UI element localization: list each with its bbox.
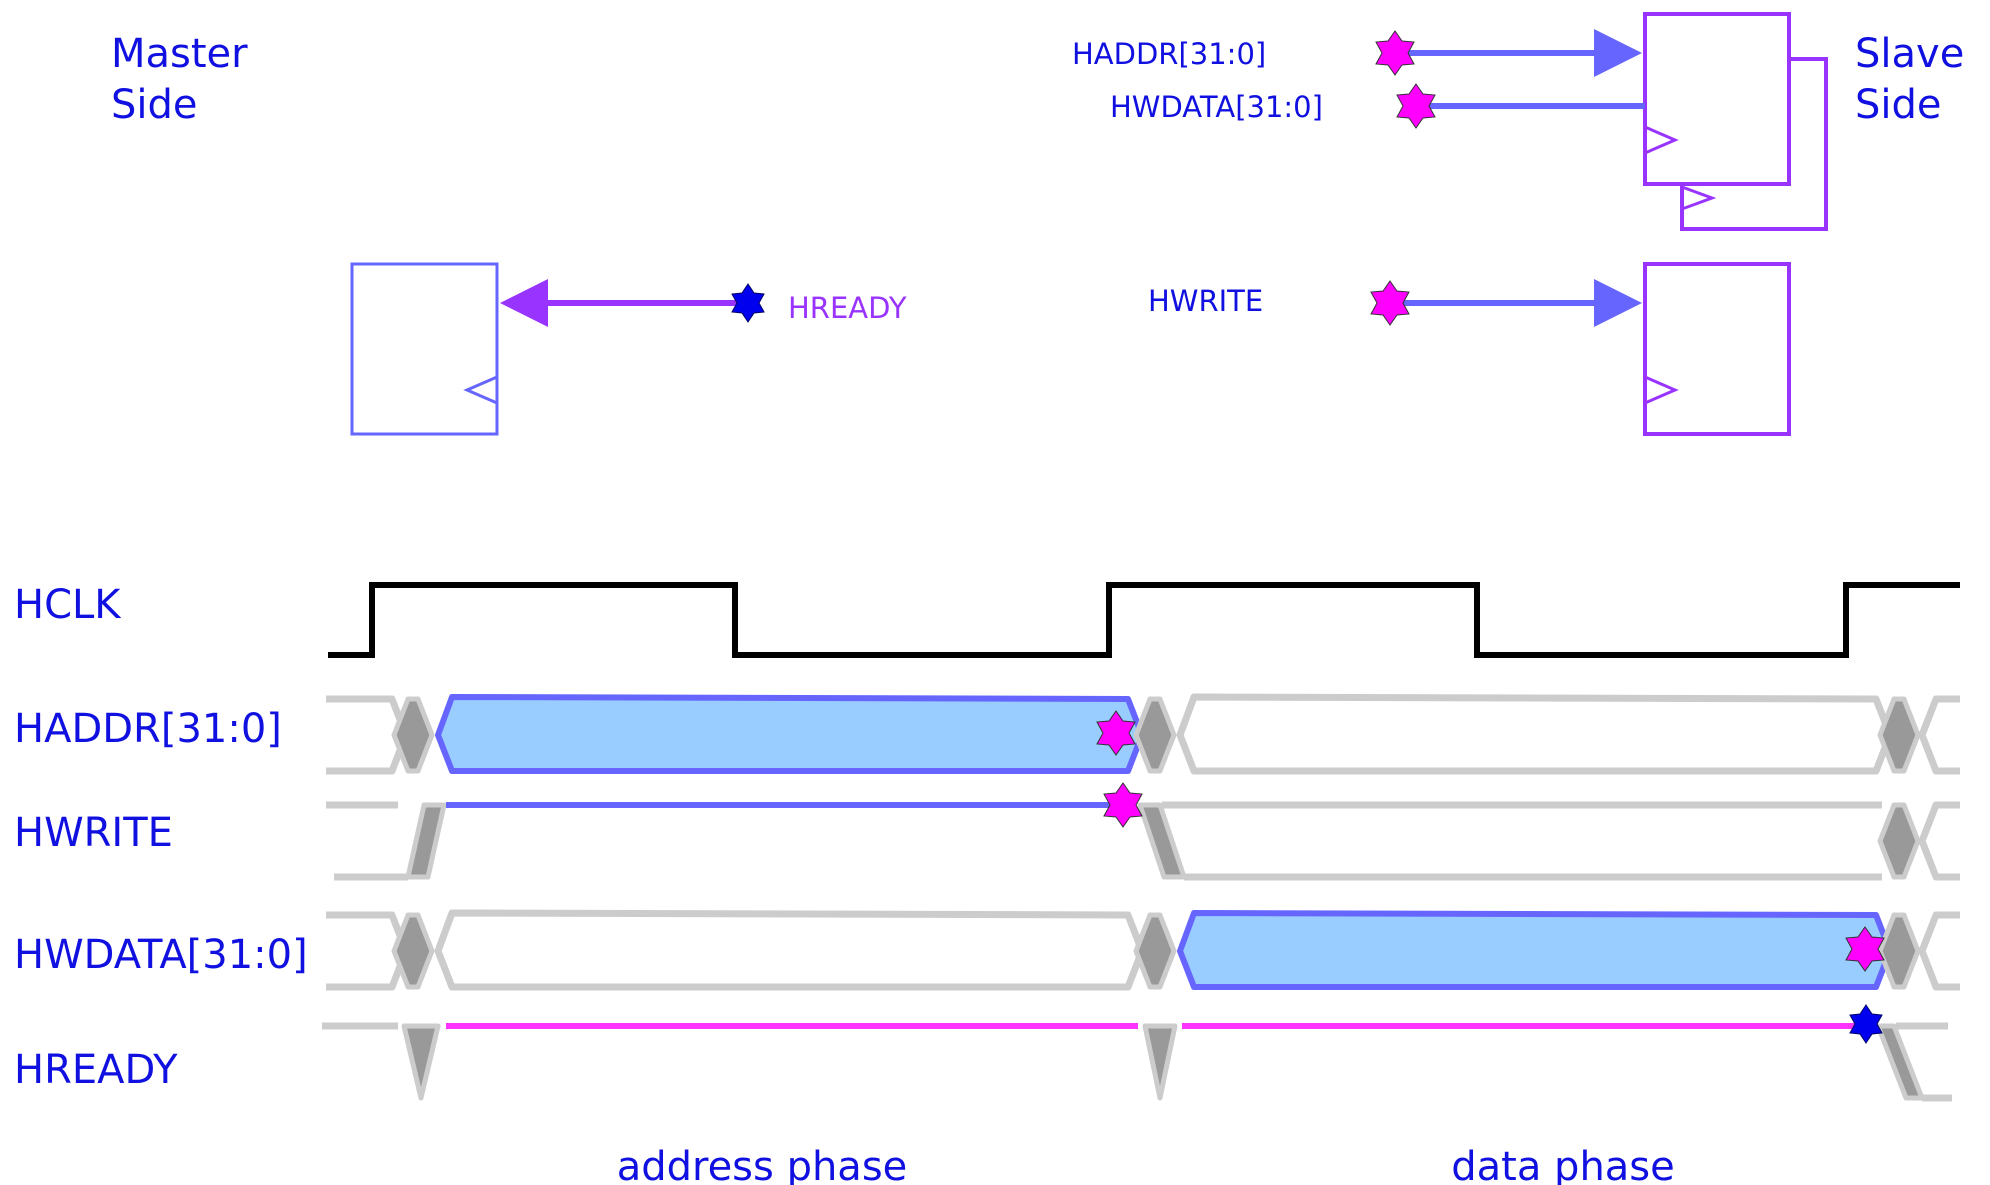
hwdata-sample-star: [1845, 926, 1885, 972]
haddr-sample-star: [1096, 710, 1136, 756]
slave-register-hwrite: [1643, 262, 1791, 436]
hready-signal-label: HREADY: [14, 1047, 178, 1093]
master-register-clock: [463, 375, 498, 405]
hready-sample-star: [1849, 1004, 1883, 1044]
data-phase-label: data phase: [1451, 1144, 1675, 1185]
haddr-address-valid: [435, 694, 1145, 774]
haddr-transition-2: [1133, 696, 1177, 774]
slave-register-hwrite-clock: [1644, 375, 1679, 405]
hwrite-port-label: HWRITE: [1148, 284, 1263, 318]
slave-register-stack: [1643, 12, 1828, 231]
hwrite-waveform: [326, 782, 1960, 881]
hready-waveform: [322, 1004, 1952, 1102]
hwdata-idle-end: [1918, 911, 1960, 991]
hready-transition-2: [1142, 1023, 1178, 1101]
slave-register-back-clock: [1681, 185, 1717, 211]
hwrite-idle-end: [1918, 801, 1960, 881]
haddr-transition-1: [391, 696, 435, 774]
hready-port-star: [731, 283, 765, 323]
haddr-idle-data-phase: [1176, 693, 1894, 775]
hwdata-data-valid: [1177, 910, 1893, 990]
hready-port-label: HREADY: [788, 291, 907, 325]
hwrite-sample-star: [1103, 782, 1143, 828]
address-phase-label: address phase: [617, 1144, 908, 1185]
hclk-waveform: [328, 582, 1960, 658]
master-side-label-line2: Side: [111, 82, 198, 128]
haddr-port-label: HADDR[31:0]: [1072, 37, 1266, 71]
hwdata-port-label: HWDATA[31:0]: [1110, 90, 1323, 124]
haddr-signal-label: HADDR[31:0]: [14, 706, 282, 752]
slave-register-front-clock: [1644, 125, 1679, 155]
slave-side-label-line1: Slave: [1855, 31, 1964, 77]
hwrite-signal-label: HWRITE: [14, 810, 173, 856]
haddr-idle-end: [1918, 695, 1960, 775]
slave-side-label-line2: Side: [1855, 82, 1942, 128]
hwrite-transition-fall: [1137, 802, 1187, 880]
master-register-box: [350, 262, 499, 436]
hwdata-signal-label: HWDATA[31:0]: [14, 932, 308, 978]
master-register-hready: [350, 262, 499, 436]
slave-register-hwrite-box: [1643, 262, 1791, 436]
hwdata-idle-address-phase: [434, 909, 1146, 991]
haddr-waveform: [326, 693, 1960, 775]
hclk-signal-label: HCLK: [14, 582, 122, 628]
slave-register-front: [1643, 12, 1791, 186]
hwdata-transition-2: [1133, 912, 1177, 990]
hwrite-transition-rise: [405, 802, 447, 880]
hwrite-transition-3: [1877, 802, 1921, 880]
hwdata-transition-3: [1877, 912, 1921, 990]
hwdata-transition-1: [391, 912, 435, 990]
hwrite-port-star: [1370, 280, 1410, 326]
hwdata-waveform: [326, 909, 1960, 991]
haddr-port-star: [1375, 30, 1415, 76]
haddr-transition-3: [1877, 696, 1921, 774]
hready-transition-3: [1875, 1023, 1925, 1101]
hwdata-port-star: [1396, 83, 1436, 129]
master-side-label-line1: Master: [111, 31, 248, 77]
hready-transition-1: [401, 1023, 441, 1101]
